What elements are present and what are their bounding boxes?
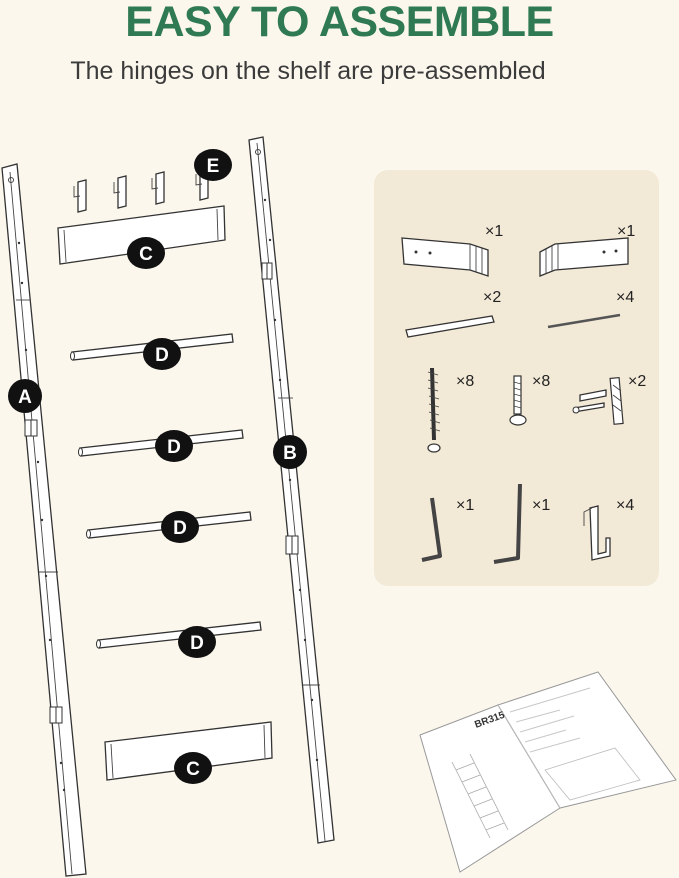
label-c-top: C	[127, 237, 165, 269]
wall-anchor-qty: ×2	[628, 373, 646, 390]
rods	[70, 333, 262, 649]
board-icon	[405, 315, 495, 338]
label-d2-text: D	[167, 437, 181, 458]
rail-a	[1, 163, 87, 877]
label-e-text: E	[207, 156, 220, 177]
label-d4: D	[178, 626, 216, 658]
label-b: B	[273, 435, 307, 469]
side-block-right	[539, 237, 629, 277]
hex-key-large-qty: ×1	[532, 497, 550, 514]
side-block-right-qty: ×1	[617, 223, 635, 240]
hex-key-small-icon	[421, 497, 442, 562]
label-c-top-text: C	[139, 244, 153, 265]
hooks	[73, 167, 209, 213]
side-block-left-qty: ×1	[485, 223, 503, 240]
label-e: E	[194, 149, 232, 181]
bolt-icon	[509, 375, 527, 426]
label-d3-text: D	[173, 518, 187, 539]
label-b-text: B	[283, 443, 297, 464]
bolt-qty: ×8	[532, 373, 550, 390]
label-a-text: A	[18, 387, 32, 408]
board-qty: ×2	[483, 289, 501, 306]
label-a: A	[8, 379, 42, 413]
hex-key-small-qty: ×1	[456, 497, 474, 514]
label-d1-text: D	[155, 345, 169, 366]
rod-icon	[547, 313, 621, 329]
board-top	[57, 205, 226, 265]
instruction-manual: BR315	[419, 671, 677, 873]
wall-anchor-icon	[572, 376, 624, 425]
page-title: EASY TO ASSEMBLE	[125, 0, 554, 46]
label-d1: D	[143, 338, 181, 370]
rail-b	[248, 136, 335, 844]
long-screw-qty: ×8	[456, 373, 474, 390]
label-d3: D	[161, 511, 199, 543]
hook-icon	[583, 505, 611, 561]
hex-key-large-icon	[493, 483, 522, 564]
label-c-bottom: C	[174, 752, 212, 784]
label-d2: D	[155, 430, 193, 462]
side-block-left	[401, 237, 489, 277]
long-screw-icon	[427, 367, 441, 453]
label-d4-text: D	[190, 633, 204, 654]
hook-qty: ×4	[616, 497, 634, 514]
label-c-bottom-text: C	[186, 759, 200, 780]
hardware-panel: ×1 ×1 ×2 ×4 ×8 ×8	[374, 170, 659, 586]
board-bottom	[104, 721, 273, 781]
rod-qty: ×4	[616, 289, 634, 306]
page-subtitle: The hinges on the shelf are pre-assemble…	[70, 57, 546, 85]
